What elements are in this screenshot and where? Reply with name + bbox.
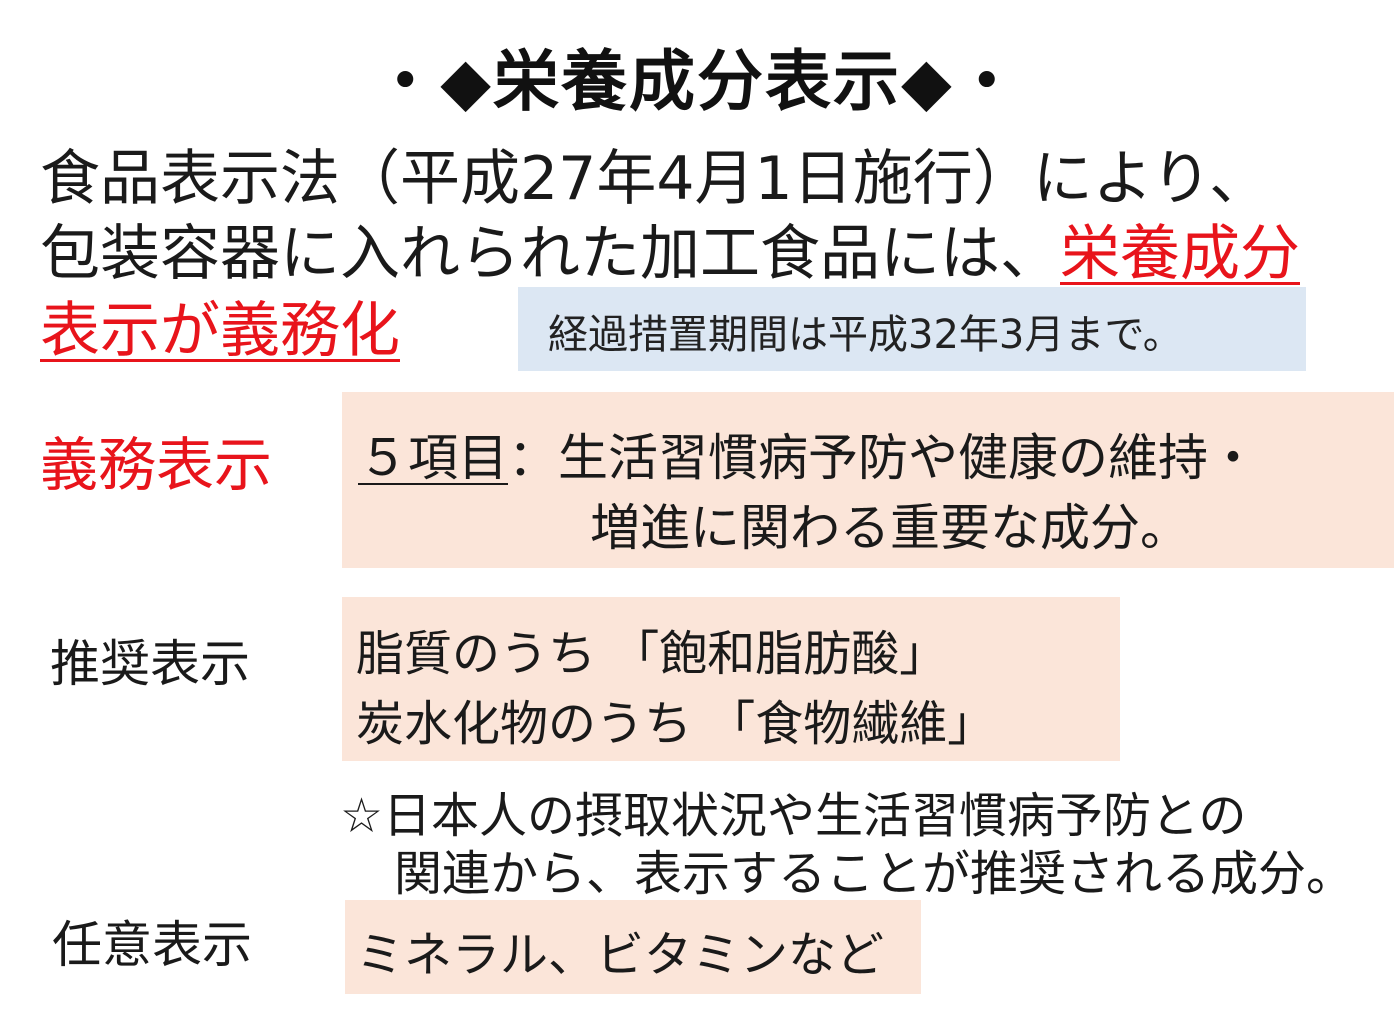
optional-text: ミネラル、ビタミンなど — [356, 927, 885, 983]
recommended-note-1: ☆日本人の摂取状況や生活習慣病予防との — [340, 788, 1247, 844]
mandatory-desc-1: 生活習慣病予防や健康の維持・ — [558, 429, 1258, 487]
intro-line-2: 包装容器に入れられた加工食品には、栄養成分 — [40, 205, 1300, 292]
recommended-line-1: 脂質のうち 「飽和脂肪酸」 — [356, 626, 948, 682]
optional-label: 任意表示 — [52, 916, 252, 974]
intro-highlight-1: 栄養成分 — [1060, 219, 1300, 289]
recommended-box — [342, 597, 1120, 761]
intro-highlight-2: 表示が義務化 — [40, 296, 400, 366]
transition-note: 経過措置期間は平成32年3月まで。 — [548, 312, 1183, 358]
mandatory-box — [342, 392, 1394, 568]
mandatory-desc-2: 増進に関わる重要な成分。 — [590, 499, 1190, 557]
mandatory-item-count: ５項目 — [358, 429, 508, 487]
mandatory-line-1: ５項目：生活習慣病予防や健康の維持・ — [358, 418, 1258, 490]
recommended-label: 推奨表示 — [50, 635, 250, 693]
transition-note-box — [518, 287, 1306, 371]
intro-line-3: 表示が義務化 — [40, 282, 400, 369]
recommended-line-2: 炭水化物のうち 「食物繊維」 — [356, 696, 996, 752]
page-title: ・◆栄養成分表示◆・ — [372, 43, 1022, 120]
optional-box — [345, 900, 921, 994]
intro-line-2-text: 包装容器に入れられた加工食品には、 — [40, 219, 1060, 289]
intro-line-1: 食品表示法（平成27年4月1日施行）により、 — [40, 144, 1270, 214]
mandatory-colon: ： — [508, 429, 558, 487]
recommended-note-2: 関連から、表示することが推奨される成分。 — [394, 846, 1355, 902]
mandatory-label: 義務表示 — [40, 431, 273, 499]
